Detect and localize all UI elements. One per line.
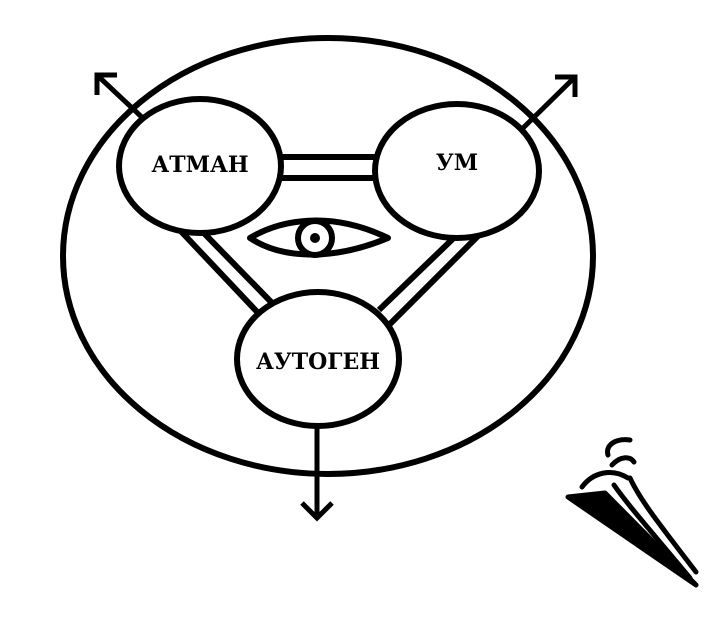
connector-atman-um bbox=[282, 154, 378, 181]
connector-atman-autogen bbox=[173, 223, 278, 319]
node-atman-label: АТМАН bbox=[151, 152, 248, 178]
arrow-autogen-out bbox=[300, 426, 334, 522]
connector-um-autogen bbox=[376, 228, 486, 328]
stylized-eye-icon bbox=[565, 437, 699, 588]
node-autogen-label: АУТОГЕН bbox=[256, 349, 380, 375]
outer-ellipse bbox=[60, 35, 596, 477]
arrow-um-out bbox=[521, 74, 578, 130]
node-um bbox=[372, 101, 542, 241]
node-atman bbox=[116, 96, 284, 236]
arrow-atman-out bbox=[94, 72, 149, 124]
node-autogen bbox=[234, 289, 402, 429]
node-um-label: УМ bbox=[436, 150, 478, 176]
eye-icon bbox=[247, 217, 391, 258]
